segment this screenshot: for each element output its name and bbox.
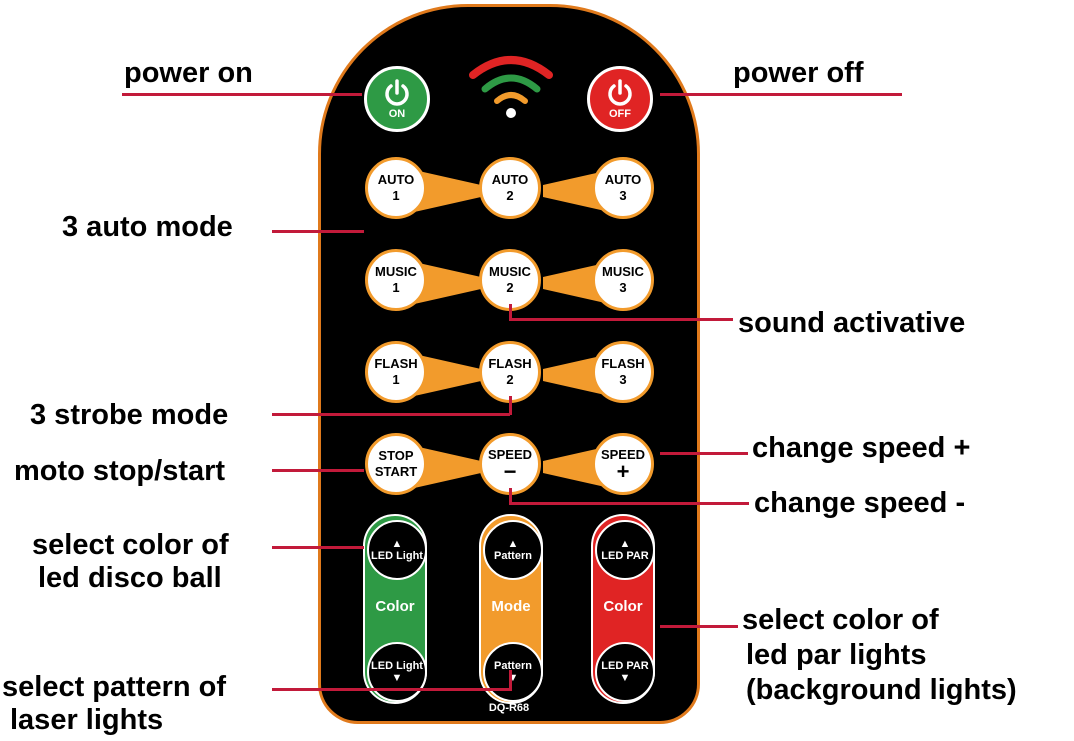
leader-line (660, 625, 738, 628)
triangle-up-icon: ▲ (507, 538, 519, 550)
triangle-down-icon: ▼ (507, 672, 519, 684)
triangle-up-icon: ▲ (619, 538, 631, 550)
label-speed-plus: change speed + (752, 432, 971, 464)
leader-line (272, 230, 364, 233)
leader-line (509, 502, 749, 505)
led-par-color-pill: ▲ LED PAR Color LED PAR ▼ (591, 514, 655, 704)
label-power-on: power on (124, 57, 253, 89)
color-label: Color (603, 598, 643, 615)
triangle-up-icon: ▲ (391, 538, 403, 550)
on-label: ON (388, 108, 406, 120)
speed-plus-button[interactable]: SPEED+ (592, 433, 654, 495)
leader-line (509, 396, 512, 415)
leader-line (509, 318, 733, 321)
power-off-button[interactable]: OFF (587, 66, 653, 132)
label-disco-1: select color of (32, 529, 229, 561)
leader-line (509, 488, 512, 504)
leader-line (660, 93, 902, 96)
leader-line (122, 93, 362, 96)
label-auto-mode: 3 auto mode (62, 211, 233, 243)
led-par-down-button[interactable]: LED PAR ▼ (595, 642, 655, 702)
leader-line (272, 413, 510, 416)
leader-line (509, 304, 512, 320)
label-par-1: select color of (742, 604, 939, 636)
label-laser-1: select pattern of (2, 671, 226, 703)
label-disco-2: led disco ball (38, 562, 222, 594)
led-light-up-button[interactable]: ▲ LED Light (367, 520, 427, 580)
pattern-down-button[interactable]: Pattern ▼ (483, 642, 543, 702)
signal-icon (469, 56, 553, 118)
label-speed-minus: change speed - (754, 487, 966, 519)
led-light-down-button[interactable]: LED Light ▼ (367, 642, 427, 702)
leader-line (272, 469, 364, 472)
model-label: DQ-R68 (488, 702, 530, 714)
power-on-button[interactable]: ON (364, 66, 430, 132)
triangle-down-icon: ▼ (391, 672, 403, 684)
leader-line (660, 452, 748, 455)
off-label: OFF (609, 108, 631, 120)
color-label: Color (375, 598, 415, 615)
label-sound: sound activative (738, 307, 966, 339)
led-par-up-button[interactable]: ▲ LED PAR (595, 520, 655, 580)
label-moto: moto stop/start (14, 455, 226, 487)
led-light-color-pill: ▲ LED Light Color LED Light ▼ (363, 514, 427, 704)
leader-line (272, 546, 364, 549)
mode-label: Mode (491, 598, 531, 615)
triangle-down-icon: ▼ (619, 672, 631, 684)
power-icon (608, 79, 632, 106)
label-par-3: (background lights) (746, 674, 1017, 706)
power-icon (385, 79, 409, 106)
speed-minus-button[interactable]: SPEED− (479, 433, 541, 495)
label-par-2: led par lights (746, 639, 927, 671)
label-power-off: power off (733, 57, 864, 89)
leader-line (509, 670, 512, 690)
leader-line (272, 688, 512, 691)
pattern-up-button[interactable]: ▲ Pattern (483, 520, 543, 580)
label-strobe: 3 strobe mode (30, 399, 229, 431)
label-laser-2: laser lights (10, 704, 164, 736)
